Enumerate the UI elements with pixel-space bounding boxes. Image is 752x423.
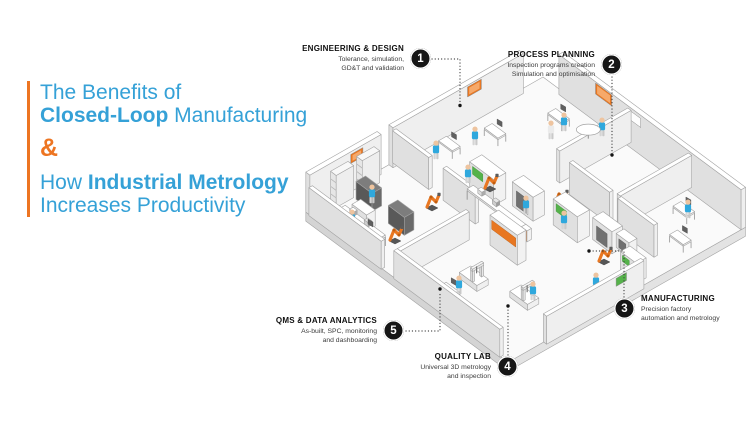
callout-text: MANUFACTURING Precision factory automati…	[641, 294, 720, 324]
headline-ampersand: &	[40, 134, 59, 163]
callout-subline: As-built, SPC, monitoring	[301, 327, 377, 335]
callout-title: ENGINEERING & DESIGN	[302, 44, 404, 53]
callout-number-badge: 2	[601, 54, 622, 76]
headline-line4: Increases Productivity	[40, 194, 246, 218]
callout-subline: Simulation and optimisation	[511, 71, 595, 79]
headline-line3: How Industrial Metrology	[40, 171, 289, 195]
callout-subline: Precision factory	[641, 305, 692, 313]
callout-subline: Inspection programs creation	[507, 61, 595, 69]
callout-text: PROCESS PLANNING Inspection programs cre…	[507, 50, 595, 80]
callout-process-planning: PROCESS PLANNING Inspection programs cre…	[507, 50, 622, 80]
callout-title: PROCESS PLANNING	[507, 50, 595, 59]
callout-subline: automation and metrology	[641, 315, 720, 323]
callout-subline: and inspection	[447, 373, 491, 381]
callout-engineering-design: ENGINEERING & DESIGN Tolerance, simulati…	[302, 44, 431, 74]
callout-title: QMS & DATA ANALYTICS	[275, 316, 377, 325]
headline: The Benefits of Closed-Loop Manufacturin…	[27, 81, 308, 218]
callout-number-badge: 5	[383, 320, 404, 342]
callout-title: MANUFACTURING	[641, 294, 715, 303]
callout-number-badge: 3	[614, 298, 635, 320]
callout-subline: Tolerance, simulation,	[338, 55, 404, 63]
headline-line2: Closed-Loop Manufacturing	[40, 104, 308, 128]
callout-number-badge: 1	[410, 48, 431, 70]
callout-subline: GD&T and validation	[341, 65, 404, 73]
callout-text: QMS & DATA ANALYTICS As-built, SPC, moni…	[276, 316, 377, 346]
callout-manufacturing: 3 MANUFACTURING Precision factory automa…	[614, 294, 720, 324]
callout-quality-lab: QUALITY LAB Universal 3D metrology and i…	[420, 352, 518, 382]
headline-line1: The Benefits of	[40, 81, 182, 104]
callout-text: QUALITY LAB Universal 3D metrology and i…	[420, 352, 491, 382]
callout-qms-data-analytics: QMS & DATA ANALYTICS As-built, SPC, moni…	[276, 316, 404, 346]
callout-text: ENGINEERING & DESIGN Tolerance, simulati…	[302, 44, 404, 74]
callout-title: QUALITY LAB	[434, 352, 491, 361]
callout-subline: Universal 3D metrology	[420, 363, 491, 371]
callout-subline: and dashboarding	[322, 337, 377, 345]
callout-number-badge: 4	[497, 356, 518, 378]
